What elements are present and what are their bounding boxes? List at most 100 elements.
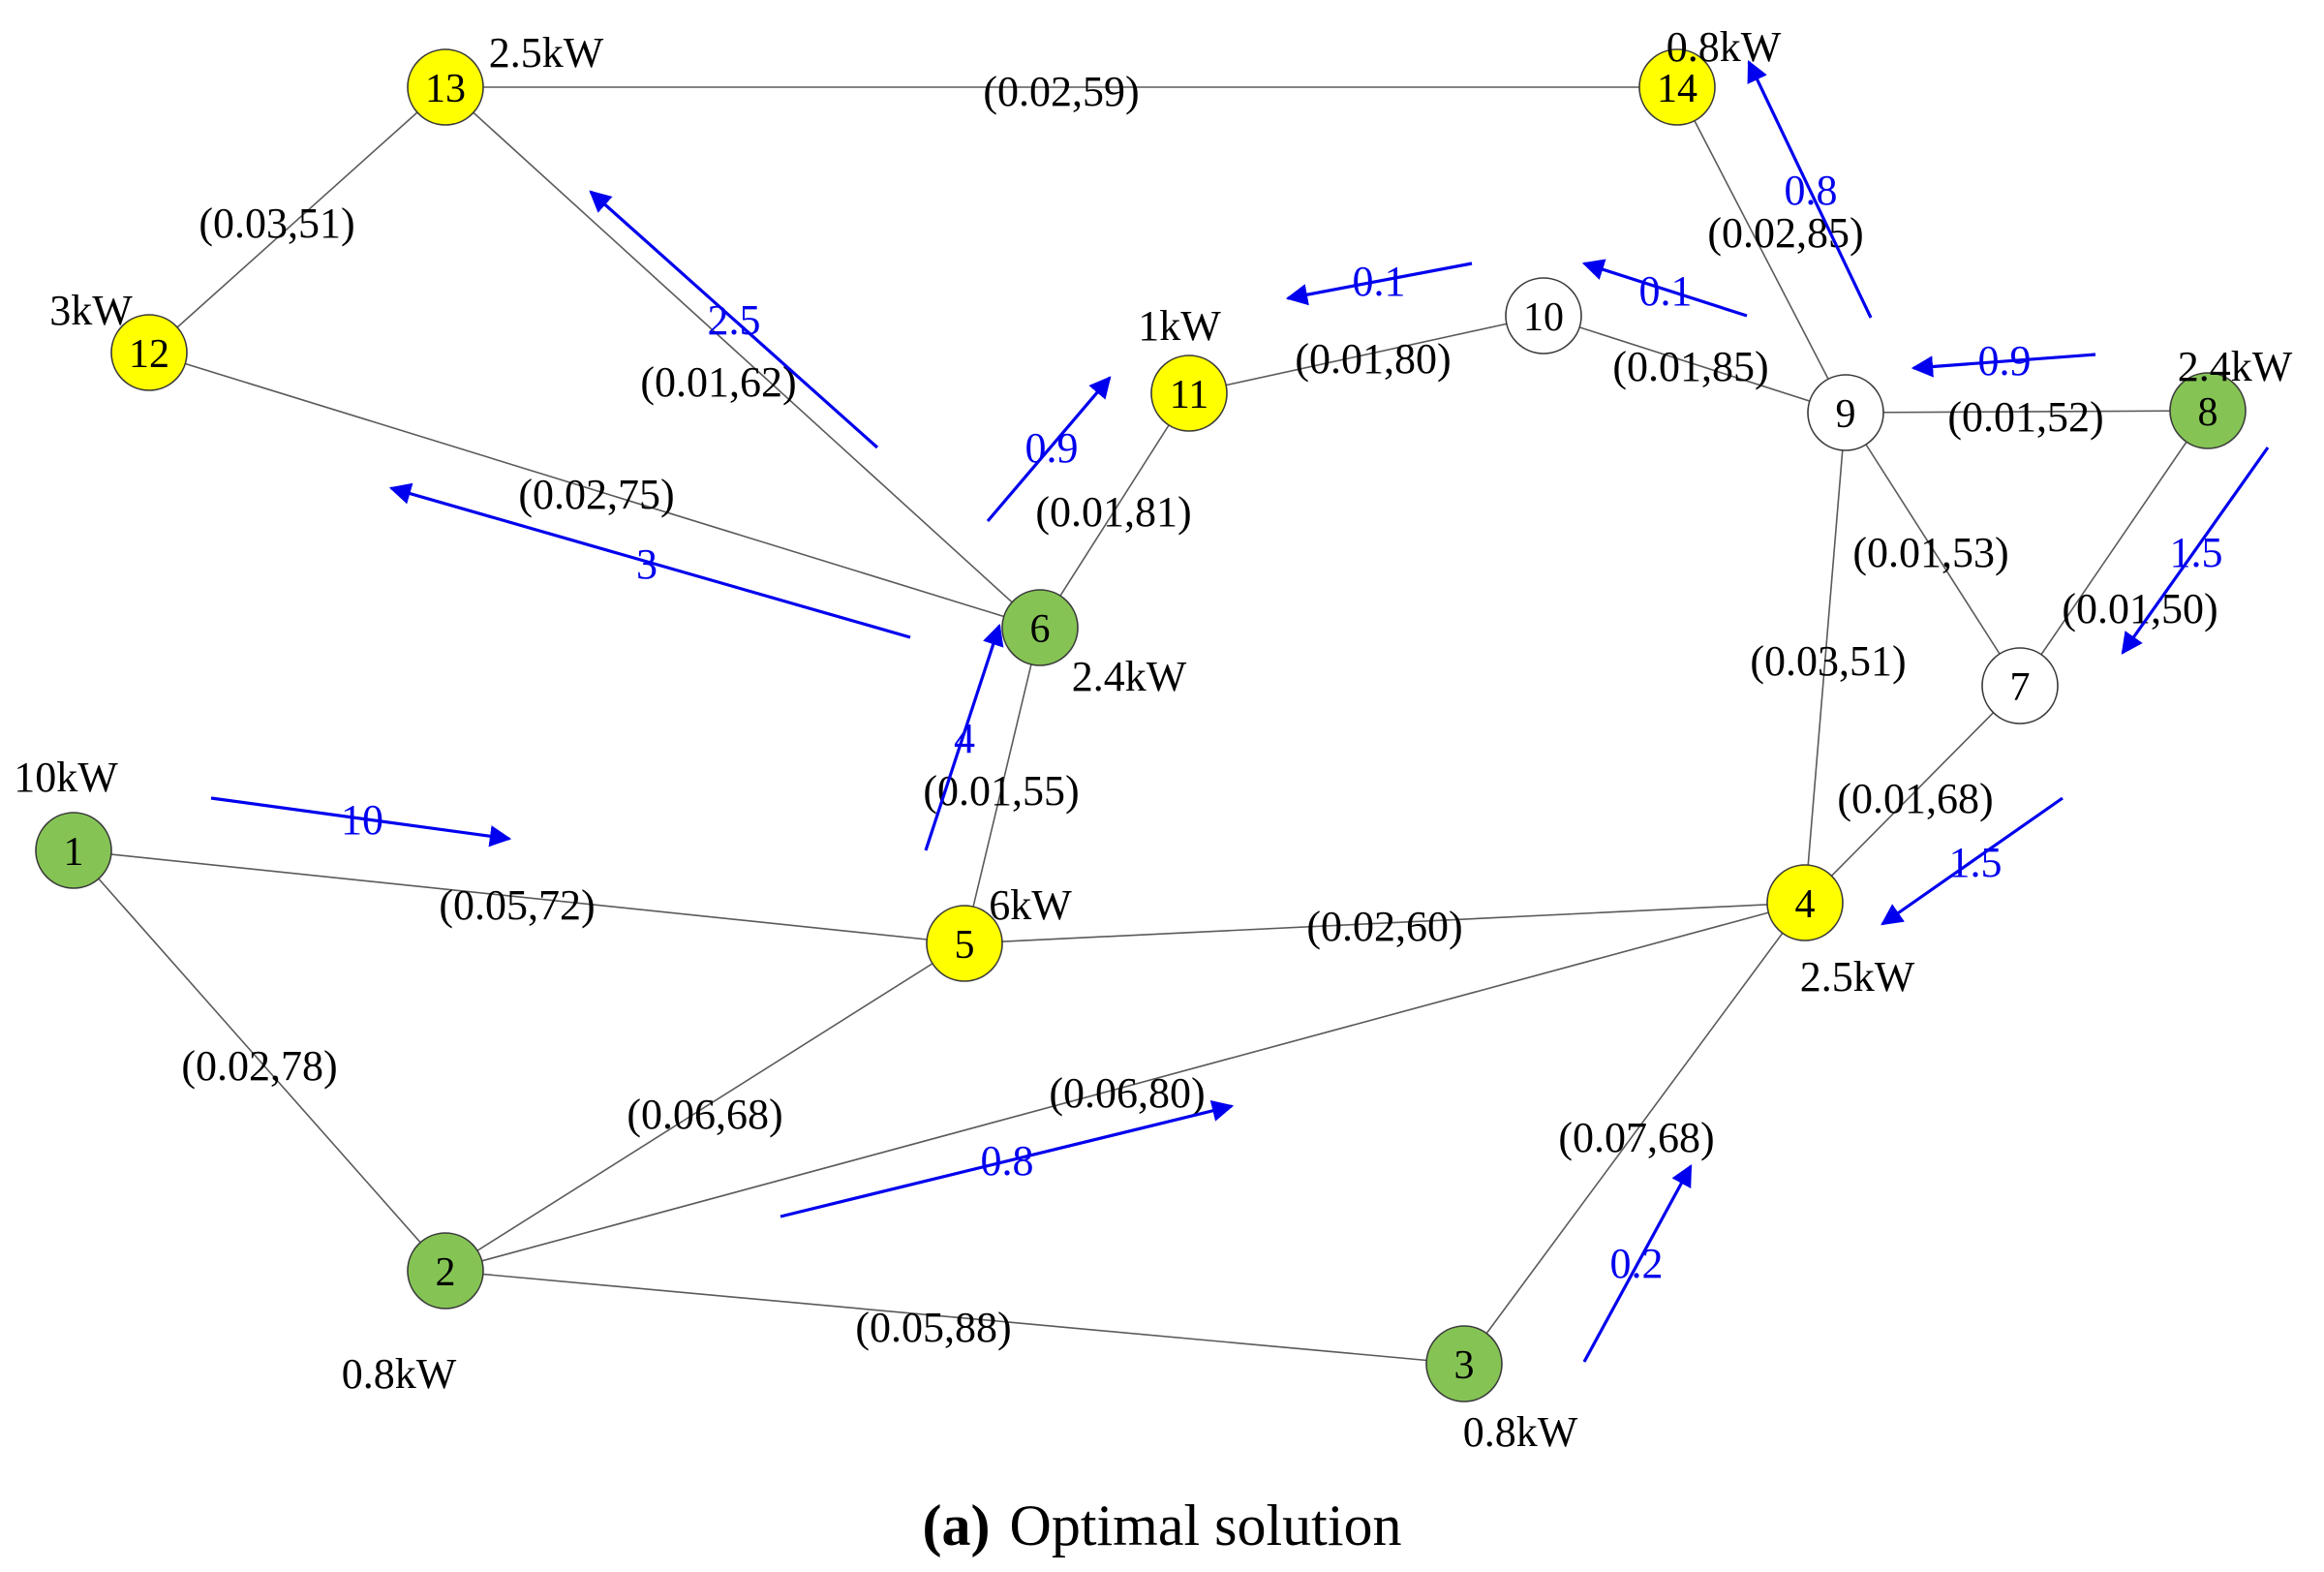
edge-2-3 — [444, 1270, 1465, 1365]
node-power-14: 0.8kW — [1667, 23, 1782, 71]
edge-label-1-5: (0.05,72) — [439, 881, 595, 929]
edge-1-2 — [73, 849, 446, 1272]
edge-label-9-7: (0.01,53) — [1852, 529, 2008, 576]
node-4: 4 2.5kW — [1766, 864, 1915, 1001]
flow-arrow-f-6-11 — [986, 376, 1112, 523]
edge-1-5 — [73, 849, 965, 944]
node-circle-14 — [1638, 48, 1716, 126]
flow-value-f-10-11: 0.1 — [1353, 258, 1406, 305]
node-circle-2 — [407, 1232, 484, 1310]
flow-value-f-5-6: 4 — [954, 715, 975, 762]
node-circle-3 — [1425, 1325, 1503, 1402]
flow-arrow-f-8-9 — [1911, 353, 2096, 378]
flow-arrow-f-9-14 — [1747, 59, 1873, 319]
caption-letter: (a) — [923, 1494, 991, 1557]
edge-5-4 — [963, 902, 1806, 944]
flow-value-f-6-12: 3 — [636, 540, 657, 588]
edge-label-11-10: (0.01,80) — [1295, 335, 1451, 383]
edge-8-7 — [2019, 410, 2209, 687]
edge-label-12-13: (0.03,51) — [199, 200, 354, 247]
node-3: 3 0.8kW — [1425, 1325, 1578, 1456]
edge-label-8-7: (0.01,50) — [2062, 585, 2217, 632]
flow-value-f-9-14: 0.8 — [1785, 167, 1838, 214]
flow-value-f-6-13: 2.5 — [708, 296, 761, 344]
node-number-2: 2 — [436, 1250, 456, 1295]
node-power-6: 2.4kW — [1072, 653, 1187, 700]
node-number-13: 13 — [425, 67, 466, 111]
edge-2-4 — [444, 902, 1806, 1272]
flow-arrow-f-6-13 — [589, 190, 879, 449]
node-power-4: 2.5kW — [1800, 953, 1915, 1001]
node-layer: 1 10kW 2 0.8kW 3 0.8kW 4 2.5kW 5 6kW 6 2.4kW 7 82.4kW… — [14, 23, 2293, 1456]
flow-arrow-f-10-11 — [1285, 262, 1473, 306]
node-number-10: 10 — [1523, 295, 1564, 340]
edge-9-7 — [1845, 412, 2021, 687]
flow-value-f-8-7: 1.5 — [2170, 529, 2223, 576]
node-9: 9 — [1807, 374, 1884, 451]
flow-value-f-1-5: 10 — [341, 796, 383, 844]
edge-6-12 — [148, 352, 1041, 629]
flow-arrow-f-1-5 — [210, 796, 512, 848]
node-number-3: 3 — [1454, 1343, 1475, 1388]
flow-arrow-f-9-10 — [1581, 259, 1748, 318]
node-circle-13 — [407, 48, 484, 126]
node-power-5: 6kW — [989, 881, 1072, 929]
node-circle-12 — [110, 314, 188, 391]
node-6: 6 2.4kW — [1001, 589, 1187, 700]
flow-arrow-f-7-4 — [1881, 796, 2064, 926]
node-circle-6 — [1001, 589, 1079, 666]
flow-arrow-f-3-4 — [1582, 1164, 1693, 1363]
edge-label-7-4: (0.01,68) — [1837, 775, 1993, 822]
edge-12-13 — [148, 86, 446, 354]
edge-10-9 — [1543, 315, 1847, 414]
node-circle-4 — [1766, 864, 1844, 941]
flow-value-f-3-4: 0.2 — [1610, 1240, 1664, 1287]
node-power-12: 3kW — [49, 287, 133, 334]
node-power-3: 0.8kW — [1463, 1408, 1578, 1456]
node-number-14: 14 — [1657, 67, 1697, 111]
node-power-8: 2.4kW — [2178, 343, 2293, 390]
edge-7-4 — [1804, 685, 2021, 904]
node-power-2: 0.8kW — [342, 1350, 457, 1398]
edge-label-1-2: (0.02,78) — [181, 1042, 337, 1090]
node-circle-10 — [1505, 277, 1582, 354]
edge-11-10 — [1188, 315, 1544, 394]
flow-arrow-f-5-6 — [924, 623, 1004, 851]
edge-label-6-13: (0.01,62) — [640, 358, 796, 406]
node-number-11: 11 — [1170, 373, 1208, 417]
node-5: 5 6kW — [926, 881, 1072, 982]
figure-caption: (a) Optimal solution — [923, 1494, 1402, 1557]
flow-value-f-9-10: 0.1 — [1639, 267, 1693, 315]
edge-label-2-4: (0.06,80) — [1049, 1069, 1205, 1117]
node-10: 10 — [1505, 277, 1582, 354]
edge-label-5-4: (0.02,60) — [1306, 903, 1462, 950]
node-circle-8 — [2169, 372, 2247, 449]
node-number-4: 4 — [1795, 882, 1816, 927]
node-number-7: 7 — [2010, 665, 2031, 710]
node-power-1: 10kW — [14, 754, 118, 801]
svg-text:(a) Optimal solution: (a) Optimal solution — [923, 1494, 1402, 1557]
edge-label-6-12: (0.02,75) — [518, 471, 674, 518]
edge-layer: (0.02,78)(0.05,72)(0.06,68)(0.06,80)(0.0… — [73, 68, 2218, 1365]
node-8: 82.4kW — [2169, 343, 2293, 449]
node-circle-9 — [1807, 374, 1884, 451]
edge-3-4 — [1463, 902, 1806, 1365]
node-circle-1 — [35, 812, 112, 889]
flow-arrow-f-2-4 — [780, 1099, 1235, 1218]
edge-label-9-14: (0.02,85) — [1707, 209, 1863, 257]
flow-value-f-7-4: 1.5 — [1949, 839, 2003, 886]
edge-6-13 — [444, 86, 1041, 629]
node-1: 1 10kW — [14, 754, 118, 889]
node-14: 140.8kW — [1638, 23, 1782, 126]
node-number-1: 1 — [64, 830, 84, 875]
node-circle-11 — [1150, 354, 1228, 432]
node-number-6: 6 — [1030, 607, 1051, 652]
node-circle-7 — [1981, 647, 2059, 724]
flow-arrow-f-6-12 — [388, 482, 911, 639]
node-number-9: 9 — [1836, 392, 1856, 437]
edge-label-6-11: (0.01,81) — [1035, 488, 1191, 536]
node-number-5: 5 — [955, 923, 975, 968]
